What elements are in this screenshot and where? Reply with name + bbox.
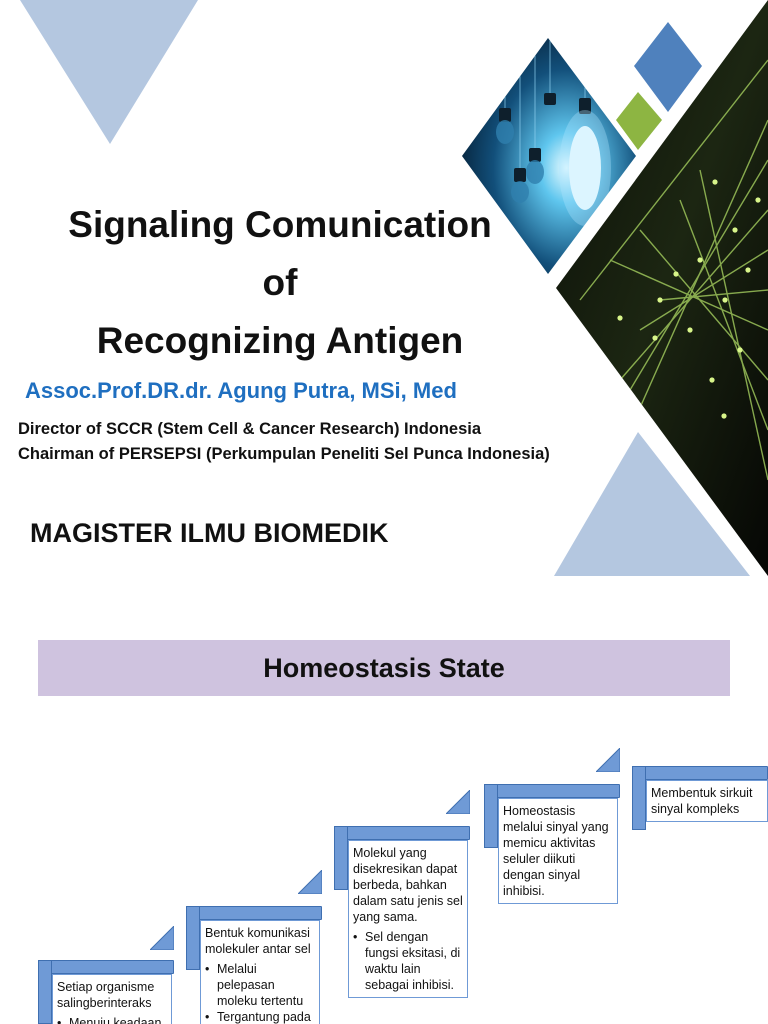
step-arrow-4-icon: [596, 748, 620, 772]
step-arrow-2-icon: [298, 870, 322, 894]
affiliation-2: Chairman of PERSEPSI (Perkumpulan Peneli…: [18, 445, 550, 463]
cover-slide: Signaling Comunication of Recognizing An…: [18, 0, 768, 576]
cover-title: Signaling Comunication of Recognizing An…: [20, 196, 540, 370]
title-line-1: Signaling Comunication: [68, 204, 492, 245]
step-arrow-3-icon: [446, 790, 470, 814]
author-name: Assoc.Prof.DR.dr. Agung Putra, MSi, Med: [25, 378, 457, 403]
homeostasis-slide: Homeostasis State Setiap organisme salin…: [0, 576, 768, 1024]
step-4-text: Homeostasis melalui sinyal yang memicu a…: [503, 804, 609, 898]
step-2-bullet-1: Melalui pelepasan moleku tertentu: [205, 961, 315, 1009]
step-arrow-1-icon: [150, 926, 174, 950]
title-line-2: of: [262, 262, 298, 303]
fiber-panel: [556, 0, 768, 576]
step-4-box: Homeostasis melalui sinyal yang memicu a…: [498, 798, 618, 904]
step-3-bullet-1: Sel dengan fungsi eksitasi, di waktu lai…: [353, 929, 463, 993]
step-5-box: Membentuk sirkuit sinyal kompleks: [646, 780, 768, 822]
step-1-text: Setiap organisme salingberinteraks: [57, 980, 155, 1010]
step-2-bullet-2: Tergantung pada karakteristik sel dan: [205, 1009, 315, 1024]
cover-decoration: [20, 0, 768, 576]
diamond-blue: [634, 22, 702, 112]
bottom-triangle: [554, 432, 750, 576]
slide-heading: Homeostasis State: [38, 640, 730, 696]
affiliation-1: Director of SCCR (Stem Cell & Cancer Res…: [18, 420, 482, 438]
title-line-3: Recognizing Antigen: [96, 320, 464, 361]
step-5-text: Membentuk sirkuit sinyal kompleks: [651, 786, 753, 816]
step-3-text: Molekul yang disekresikan dapat berbeda,…: [353, 846, 463, 924]
top-triangle: [20, 0, 198, 144]
diamond-green: [616, 92, 662, 150]
step-2-box: Bentuk komunikasi molekuler antar sel Me…: [200, 920, 320, 1024]
step-3-box: Molekul yang disekresikan dapat berbeda,…: [348, 840, 468, 998]
step-1-bullet-1: Menuju keadaan: [57, 1015, 167, 1024]
step-2-text: Bentuk komunikasi molekuler antar sel: [205, 926, 311, 956]
step-1-box: Setiap organisme salingberinteraks Menuj…: [52, 974, 172, 1024]
program-name: MAGISTER ILMU BIOMEDIK: [30, 518, 389, 548]
